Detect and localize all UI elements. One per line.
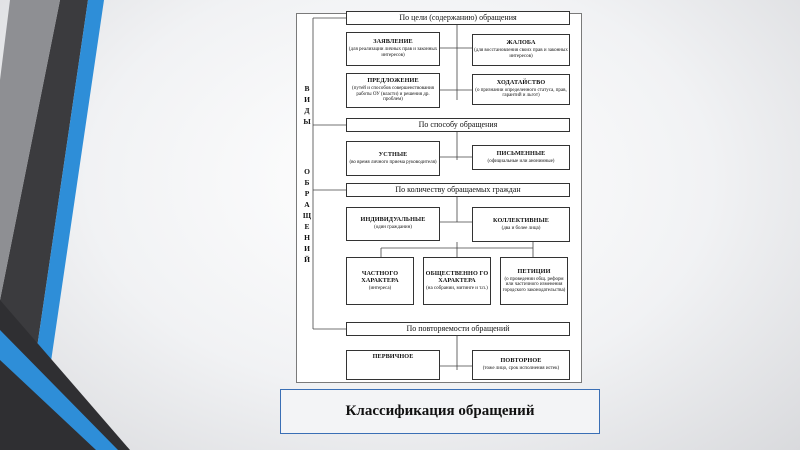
- box-subtitle: (во время личного приема руководителя): [349, 159, 437, 165]
- side-letter: А: [304, 200, 310, 209]
- box-subtitle: (тоже лицо, срок исполнения истек): [482, 366, 560, 372]
- box-kollektivnye: КОЛЛЕКТИВНЫЕ (два и более лица): [472, 207, 570, 242]
- box-povtornoe: ПОВТОРНОЕ (тоже лицо, срок исполнения ис…: [472, 350, 570, 380]
- side-letter: В: [304, 84, 310, 93]
- side-letter: О: [304, 167, 310, 176]
- box-title: УСТНЫЕ: [378, 150, 408, 158]
- box-title: ИНДИВИДУАЛЬНЫЕ: [360, 216, 426, 224]
- box-pervichnoe: ПЕРВИЧНОЕ: [346, 350, 440, 380]
- side-label-vidy: В И Д Ы: [299, 83, 315, 127]
- box-title: ПЕРВИЧНОЕ: [372, 353, 414, 360]
- box-subtitle: (интереса): [368, 285, 392, 291]
- box-title: ПИСЬМЕННЫЕ: [496, 149, 546, 157]
- box-title: ПРЕДЛОЖЕНИЕ: [367, 77, 419, 85]
- side-letter: Е: [304, 222, 310, 231]
- side-letter: Щ: [302, 211, 312, 220]
- box-subtitle: (один гражданин): [374, 225, 412, 231]
- box-peticii: ПЕТИЦИИ (о проведении общ. реформ или ча…: [500, 257, 568, 305]
- box-title: ЧАСТНОГО ХАРАКТЕРА: [361, 269, 399, 284]
- box-obshchestvennogo: ОБЩЕСТВЕННО ГО ХАРАКТЕРА (на собрании, м…: [423, 257, 491, 305]
- box-title: ПЕТИЦИИ: [517, 267, 551, 275]
- box-subtitle: (путей и способов совершенствования рабо…: [352, 86, 434, 103]
- box-title: ХОДАТАЙСТВО: [496, 78, 546, 86]
- side-letter: Й: [304, 255, 310, 264]
- box-subtitle: (о признании определенного статуса, прав…: [475, 87, 567, 99]
- box-hodataystvo: ХОДАТАЙСТВО (о признании определенного с…: [472, 74, 570, 105]
- section-header-method: По способу обращения: [346, 118, 570, 132]
- box-title: ОБЩЕСТВЕННО ГО ХАРАКТЕРА: [425, 269, 489, 284]
- box-zhaloba: ЖАЛОБА (для восстановления своих прав и …: [472, 34, 570, 66]
- box-title: ПОВТОРНОЕ: [500, 357, 542, 365]
- box-ustnye: УСТНЫЕ (во время личного приема руководи…: [346, 141, 440, 176]
- side-letter: Ы: [303, 117, 311, 126]
- section-header-repeat: По повторяемости обращений: [346, 322, 570, 336]
- box-subtitle: (два и более лица): [501, 225, 541, 231]
- box-chastnogo: ЧАСТНОГО ХАРАКТЕРА (интереса): [346, 257, 414, 305]
- box-title: ЖАЛОБА: [506, 39, 536, 47]
- box-zayavlenie: ЗАЯВЛЕНИЕ (для реализации личных прав и …: [346, 32, 440, 66]
- box-subtitle: (о проведении общ. реформ или частичного…: [502, 276, 566, 293]
- box-predlozhenie: ПРЕДЛОЖЕНИЕ (путей и способов совершенст…: [346, 73, 440, 108]
- side-letter: Н: [304, 233, 310, 242]
- box-subtitle: (для восстановления своих прав и законны…: [474, 48, 568, 59]
- box-title: КОЛЛЕКТИВНЫЕ: [493, 216, 549, 224]
- section-header-goal: По цели (содержанию) обращения: [346, 11, 570, 25]
- section-header-count: По количеству обращаемых граждан: [346, 183, 570, 197]
- side-letter: Д: [304, 106, 310, 115]
- box-title: ЗАЯВЛЕНИЕ: [373, 38, 413, 46]
- side-letter: Р: [304, 189, 310, 198]
- box-subtitle: (для реализации личных прав и законных и…: [348, 47, 438, 58]
- box-subtitle: (официальные или анонимные): [487, 158, 555, 164]
- box-individualnye: ИНДИВИДУАЛЬНЫЕ (один гражданин): [346, 207, 440, 241]
- side-letter: Б: [304, 178, 310, 187]
- box-subtitle: (на собрании, митинге и т.п.): [426, 285, 488, 291]
- side-label-obrashcheniy: О Б Р А Щ Е Н И Й: [299, 166, 315, 265]
- box-pismennye: ПИСЬМЕННЫЕ (официальные или анонимные): [472, 145, 570, 170]
- side-letter: И: [304, 244, 310, 253]
- slide-caption: Классификация обращений: [280, 389, 600, 434]
- side-letter: И: [304, 95, 310, 104]
